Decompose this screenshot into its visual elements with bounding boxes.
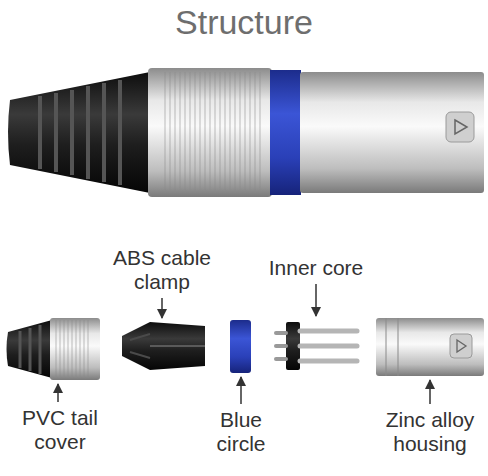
housing xyxy=(300,72,484,193)
part-label: ABS cable clamp xyxy=(87,246,237,294)
assembled-connector xyxy=(8,68,484,197)
part-label: Zinc alloy housing xyxy=(374,408,486,456)
inner-core xyxy=(276,322,357,370)
boot-ribs xyxy=(40,80,120,185)
blue-band xyxy=(270,70,301,195)
title: Structure xyxy=(0,2,488,42)
cable-clamp xyxy=(122,322,205,370)
knurl-lines xyxy=(165,72,260,193)
knurled-nut xyxy=(148,68,272,197)
blue-ring xyxy=(230,320,251,373)
boot xyxy=(8,72,150,193)
tail-cover xyxy=(7,318,101,380)
latch-mark xyxy=(446,112,474,142)
leader-lines xyxy=(58,284,430,404)
latch-triangle xyxy=(455,120,467,134)
part-label: Blue circle xyxy=(202,408,280,456)
part-label: Inner core xyxy=(251,256,381,280)
zinc-housing xyxy=(376,318,484,376)
part-label: PVC tail cover xyxy=(4,406,116,454)
